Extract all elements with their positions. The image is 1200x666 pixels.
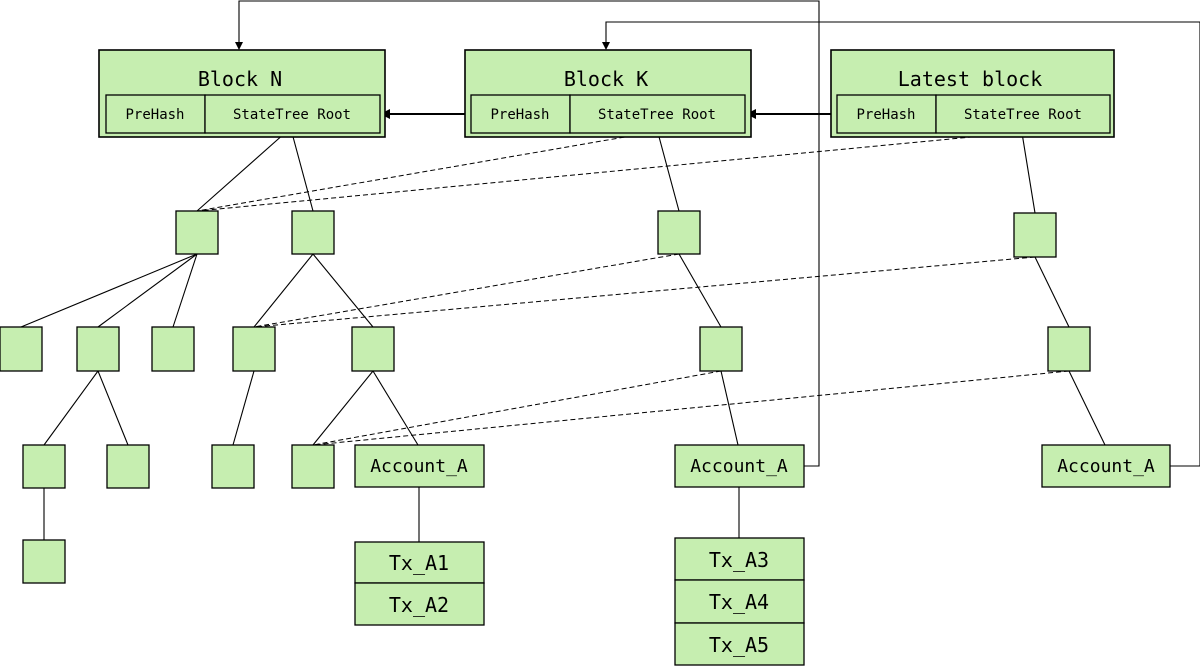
latest-block-title: Latest block: [898, 67, 1043, 91]
block-k-root: StateTree Root: [598, 107, 716, 123]
tx-item: Tx_A4: [709, 590, 769, 614]
tree-node: [1013, 212, 1057, 258]
tx-list-k: Tx_A3 Tx_A4 Tx_A5: [674, 537, 805, 666]
block-k-prehash: PreHash: [490, 107, 549, 123]
block-n-prehash: PreHash: [125, 107, 184, 123]
latest-tree-edges: [1021, 132, 1106, 446]
account-n-label: Account_A: [370, 456, 468, 477]
tree-node: [22, 539, 66, 584]
block-n: Block N PreHash StateTree Root: [98, 49, 386, 138]
account-k: Account_A: [674, 444, 805, 488]
pointer-account-latest-to-block-k: [602, 21, 1200, 467]
block-n-title: Block N: [198, 67, 282, 91]
tx-item: Tx_A5: [709, 633, 769, 657]
block-k-tree-edges: [657, 132, 740, 538]
tree-node: [1047, 326, 1091, 372]
tx-item: Tx_A3: [709, 548, 769, 572]
tree-node: [657, 210, 701, 255]
tree-node: [0, 326, 43, 372]
latest-block-prehash: PreHash: [856, 107, 915, 123]
tree-node: [151, 326, 195, 372]
shared-node-references: [196, 132, 1070, 446]
tree-node: [106, 444, 150, 489]
block-n-root: StateTree Root: [233, 107, 351, 123]
tree-node: [76, 326, 120, 372]
tree-node: [211, 444, 255, 489]
tree-node: [232, 326, 276, 372]
pointer-account-k-to-block-n: [235, 0, 820, 467]
account-k-label: Account_A: [690, 456, 788, 477]
tx-item: Tx_A1: [389, 551, 449, 575]
tree-node: [699, 326, 743, 372]
block-k-title: Block K: [564, 67, 648, 91]
account-latest-label: Account_A: [1057, 456, 1155, 477]
tree-node: [351, 326, 395, 372]
block-n-tree-edges: [20, 132, 420, 542]
latest-block-root: StateTree Root: [964, 107, 1082, 123]
tree-node: [175, 210, 219, 255]
tx-list-n: Tx_A1 Tx_A2: [354, 541, 485, 626]
account-latest: Account_A: [1041, 444, 1171, 488]
tx-item: Tx_A2: [389, 593, 449, 617]
block-k: Block K PreHash StateTree Root: [464, 49, 752, 138]
tree-node: [291, 444, 335, 489]
tree-nodes: [0, 210, 1091, 584]
latest-block: Latest block PreHash StateTree Root: [830, 49, 1115, 138]
account-n: Account_A: [354, 444, 485, 488]
tree-node: [22, 444, 66, 489]
tree-node: [291, 210, 335, 255]
